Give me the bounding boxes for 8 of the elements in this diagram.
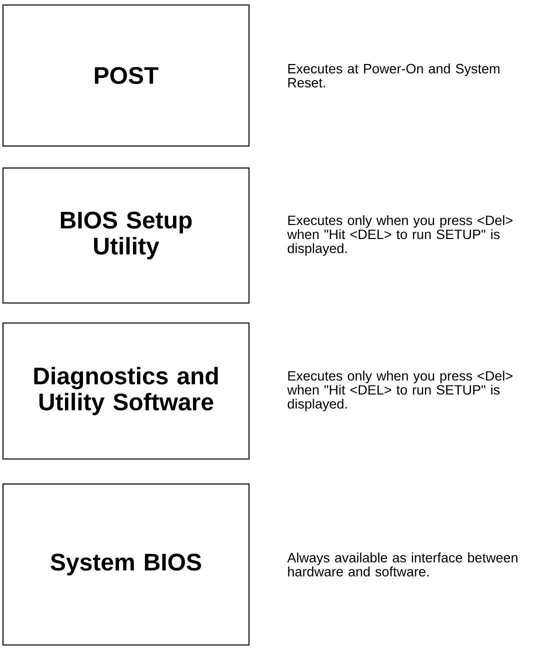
description-text: Always available as interface between hardware and software. (287, 552, 518, 576)
process-box: System BIOS (2, 484, 250, 646)
description-text: Executes only when you press <Del> when "Hit <DEL> to run SETUP" is displayed. (287, 370, 512, 412)
process-box: Diagnostics and Utility Software (2, 322, 250, 460)
process-box: BIOS Setup Utility (2, 168, 250, 304)
description-text: Executes at Power-On and System Reset. (288, 64, 500, 88)
description-text: Executes only when you press <Del> when "Hit <DEL> to run SETUP" is displayed. (287, 215, 512, 256)
process-box: POST (2, 4, 250, 146)
